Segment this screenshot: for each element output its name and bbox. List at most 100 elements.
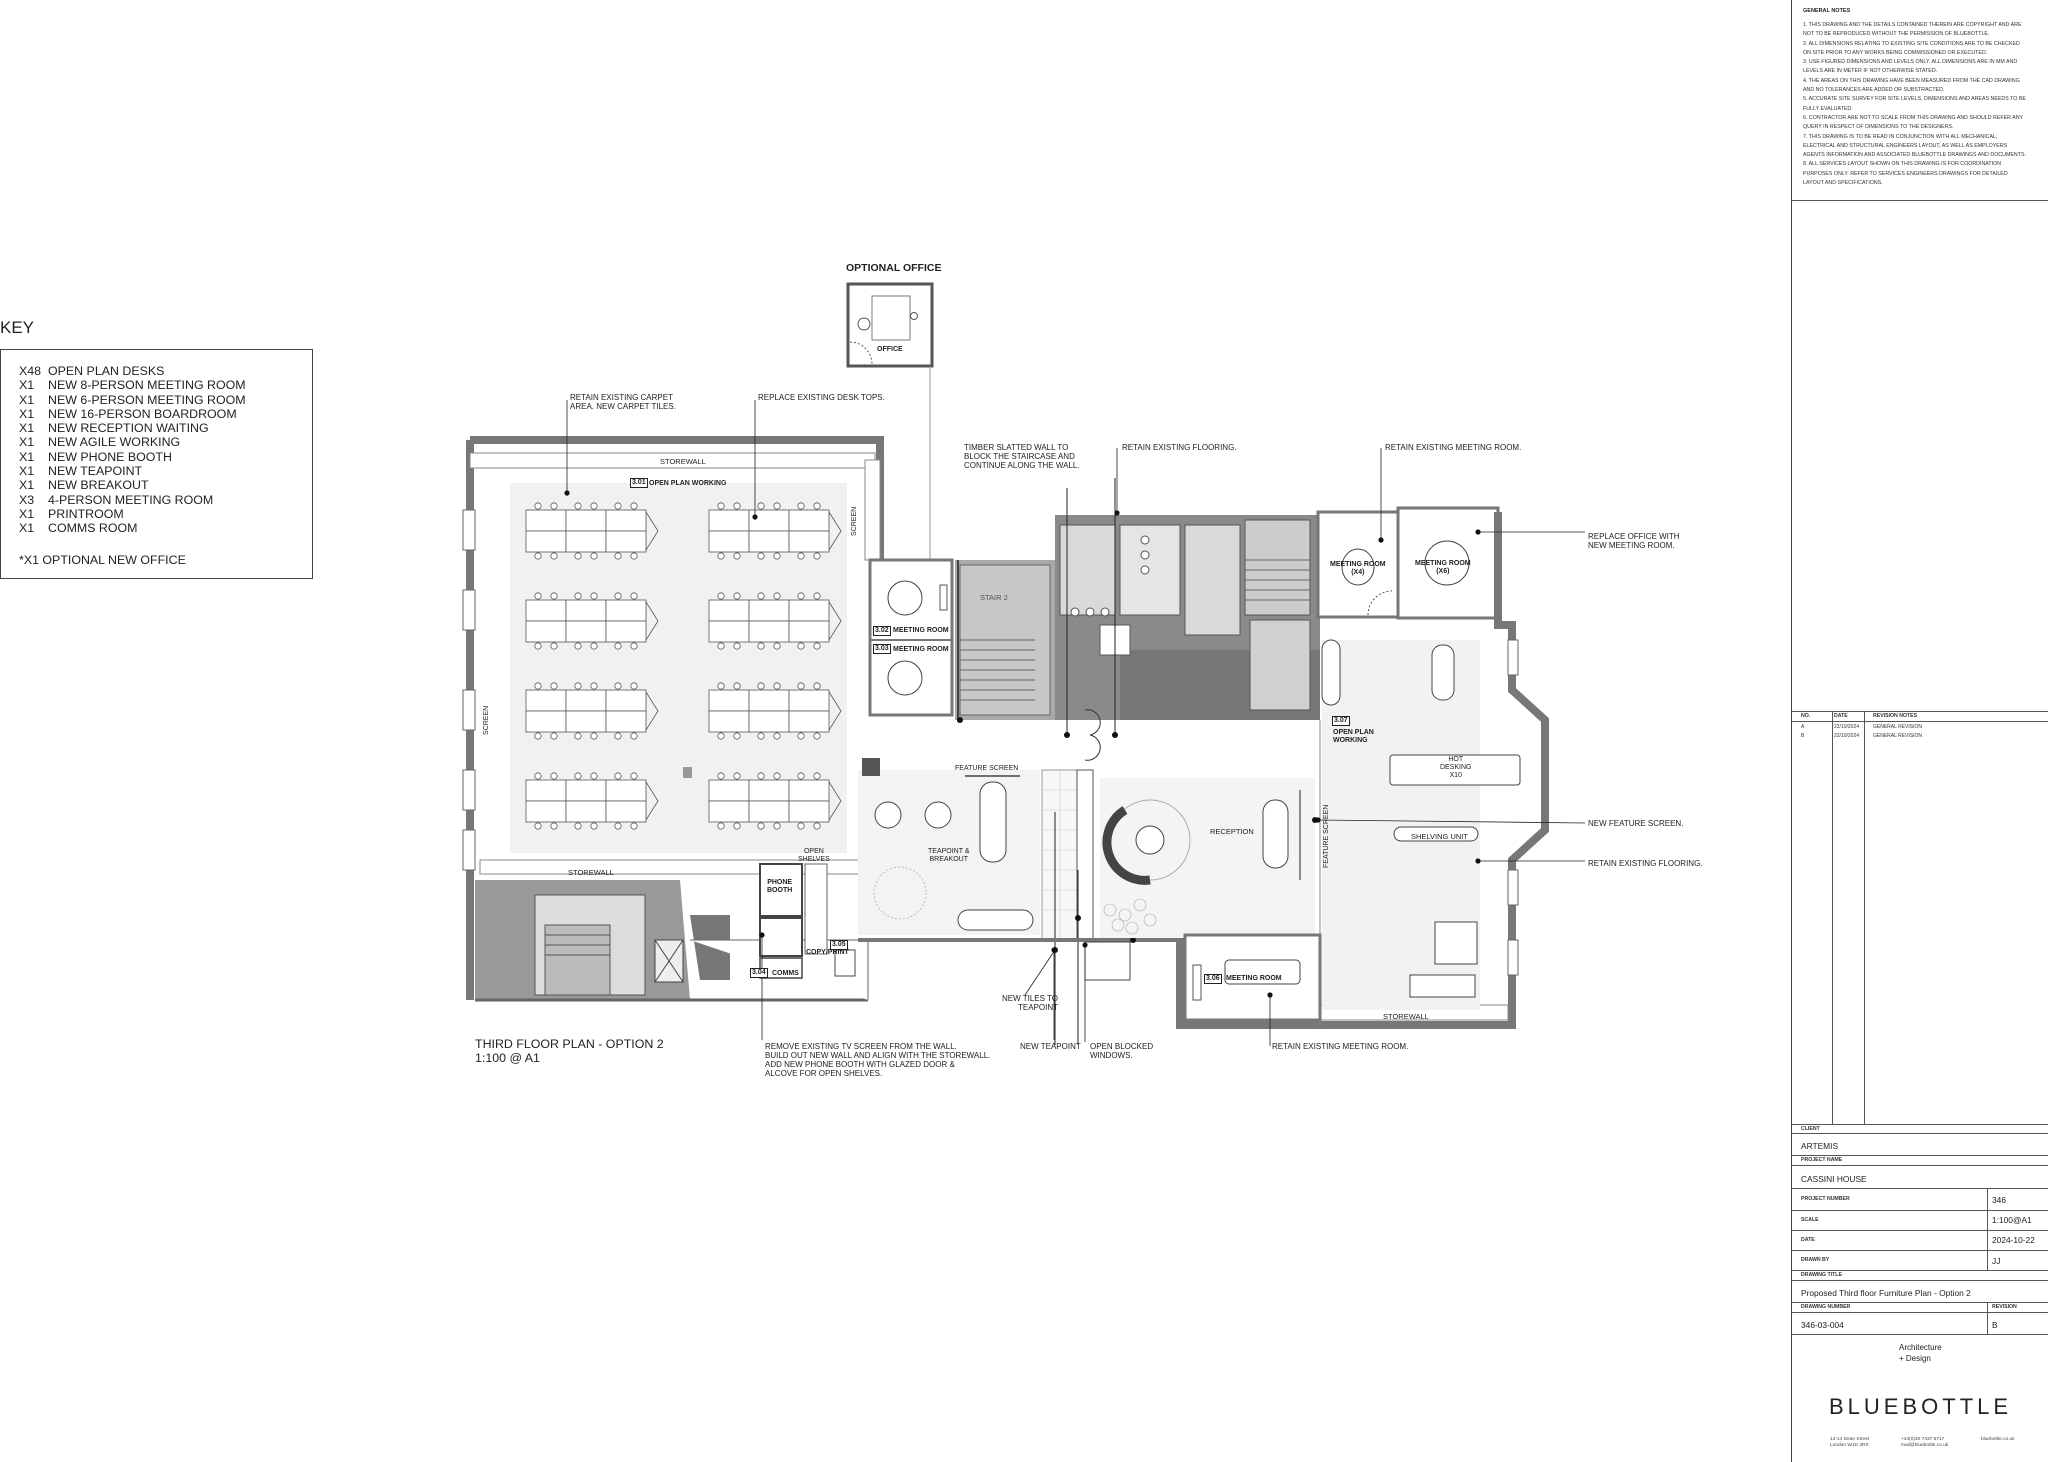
key-item: X1 COMMS ROOM <box>19 521 312 535</box>
key-item-qty: X1 <box>19 449 35 464</box>
drawn-by-value: JJ <box>1992 1256 2001 1266</box>
company-phone: +44(0)20 7437 5717 mail@bluebottle.co.uk <box>1901 1437 1949 1448</box>
leader-line <box>1024 949 1056 996</box>
meeting-room-x4-label: MEETING ROOM (X4) <box>1330 561 1386 576</box>
note-tiles: NEW TILES TO TEAPOINT <box>1002 994 1059 1012</box>
key-item-label: COMMS ROOM <box>48 521 138 536</box>
desk-cluster <box>525 772 659 830</box>
storewall-right-label: STOREWALL <box>1383 1012 1429 1021</box>
note-flooring-right: RETAIN EXISTING FLOORING. <box>1588 859 1703 868</box>
project-name-label: PROJECT NAME <box>1801 1157 1843 1163</box>
general-notes-title: GENERAL NOTES <box>1803 8 1851 14</box>
room-number-303: 3.03 <box>873 644 891 654</box>
note-meeting-top: RETAIN EXISTING MEETING ROOM. <box>1385 443 1522 452</box>
desk-cluster <box>525 502 659 560</box>
copy-print-label: COPY/PRINT <box>806 949 849 956</box>
revision-no: B <box>1801 733 1805 739</box>
scale-label: SCALE <box>1801 1217 1819 1223</box>
key-note: *X1 OPTIONAL NEW OFFICE <box>19 552 186 567</box>
open-shelves-label: OPEN SHELVES <box>798 848 830 863</box>
shelving-unit-label: SHELVING UNIT <box>1411 832 1468 841</box>
revision-notes: GENERAL REVISION <box>1873 724 1922 730</box>
company-web: bluebottle.co.uk <box>1981 1437 2015 1442</box>
key-item-label: NEW 6-PERSON MEETING ROOM <box>48 392 246 407</box>
revision-no: A <box>1801 724 1805 730</box>
teapoint-label: TEAPOINT & BREAKOUT <box>928 848 970 863</box>
central-core <box>1055 515 1320 720</box>
room-number-306: 3.06 <box>1204 974 1222 984</box>
drawing-number-value: 346-03-004 <box>1801 1320 1844 1330</box>
leader-dot <box>1475 858 1481 864</box>
title-block <box>1791 0 2048 1462</box>
meeting-rooms-302-303 <box>868 558 954 717</box>
key-item-qty: X48 <box>19 364 42 378</box>
leader-dot <box>759 932 765 938</box>
leader-line <box>1317 819 1586 824</box>
room-number-301: 3.01 <box>630 478 648 488</box>
floor-plan-drawing <box>462 282 1586 1046</box>
key-item-qty: X1 <box>19 521 35 536</box>
room-number-302: 3.02 <box>873 626 891 636</box>
desk-cluster <box>708 682 842 740</box>
storewall-top-label: STOREWALL <box>660 457 706 466</box>
key-title: KEY <box>0 318 35 337</box>
drawing-number-label: DRAWING NUMBER <box>1801 1304 1851 1310</box>
key-item-label: NEW PHONE BOOTH <box>48 449 172 464</box>
key-item-qty: X1 <box>19 464 35 479</box>
general-note: 7. THIS DRAWING IS TO BE READ IN CONJUNC… <box>1803 133 2026 159</box>
project-number-label: PROJECT NUMBER <box>1801 1196 1850 1202</box>
project-number-value: 346 <box>1992 1195 2006 1205</box>
key-item-label: OPEN PLAN DESKS <box>48 364 165 378</box>
leader-dot <box>564 490 570 496</box>
note-desk-tops: REPLACE EXISTING DESK TOPS. <box>758 393 885 402</box>
leader-dot <box>1315 817 1321 823</box>
desk-cluster <box>708 592 842 650</box>
comms-label: COMMS <box>772 970 799 977</box>
general-note: 2. ALL DIMENSIONS RELATING TO EXISTING S… <box>1803 40 2020 56</box>
drawing-title-label: DRAWING TITLE <box>1801 1272 1842 1278</box>
meeting-room-306 <box>1183 933 1322 1022</box>
date-value: 2024-10-22 <box>1992 1235 2035 1245</box>
key-item-qty: X1 <box>19 378 35 393</box>
leader-dot <box>1267 992 1273 998</box>
revision-notes: GENERAL REVISION <box>1873 733 1922 739</box>
client-value: ARTEMIS <box>1801 1141 1839 1151</box>
key-item-qty: X1 <box>19 435 35 450</box>
rev-header-no: NO. <box>1801 713 1811 719</box>
desk-cluster <box>708 502 842 560</box>
room-number-307: 3.07 <box>1332 716 1350 726</box>
open-plan-working-label: OPEN PLAN WORKING <box>649 480 727 487</box>
revision-date: 22/10/2024 <box>1834 733 1860 739</box>
general-note: 8. ALL SERVICES LAYOUT SHOWN ON THIS DRA… <box>1803 161 2008 187</box>
revision-value: B <box>1992 1320 1998 1330</box>
key-item-label: NEW BREAKOUT <box>48 478 149 493</box>
feature-screen-vertical-label: FEATURE SCREEN <box>1323 804 1330 868</box>
lower-left-core <box>475 863 869 1002</box>
left-wing-walls <box>462 436 884 1000</box>
note-timber-wall: TIMBER SLATTED WALL TO BLOCK THE STAIRCA… <box>964 443 1080 470</box>
key-box: X48 OPEN PLAN DESKS X1 NEW 8-PERSON MEETING… <box>0 349 313 579</box>
note-blocked-windows: OPEN BLOCKED WINDOWS. <box>1090 1042 1154 1060</box>
leader-dot <box>1378 537 1384 543</box>
room-number-305: 3.05 <box>830 940 848 950</box>
meeting-room-x6-label: MEETING ROOM (X6) <box>1415 560 1471 575</box>
key-item-label: NEW 8-PERSON MEETING ROOM <box>48 378 246 393</box>
key-item-label: NEW 16-PERSON BOARDROOM <box>48 406 237 421</box>
project-name-value: CASSINI HOUSE <box>1801 1174 1867 1184</box>
general-notes-list: 1. THIS DRAWING AND THE DETAILS CONTAINE… <box>1803 21 2028 188</box>
screen-label-2: SCREEN <box>483 705 490 735</box>
key-item-qty: X3 <box>19 492 35 507</box>
note-new-teapoint: NEW TEAPOINT <box>1020 1042 1081 1051</box>
drawn-by-label: DRAWN BY <box>1801 1257 1830 1263</box>
leader-dot <box>1475 529 1481 535</box>
desk-cluster <box>525 682 659 740</box>
key-item: X1 NEW 8-PERSON MEETING ROOM <box>19 378 312 392</box>
